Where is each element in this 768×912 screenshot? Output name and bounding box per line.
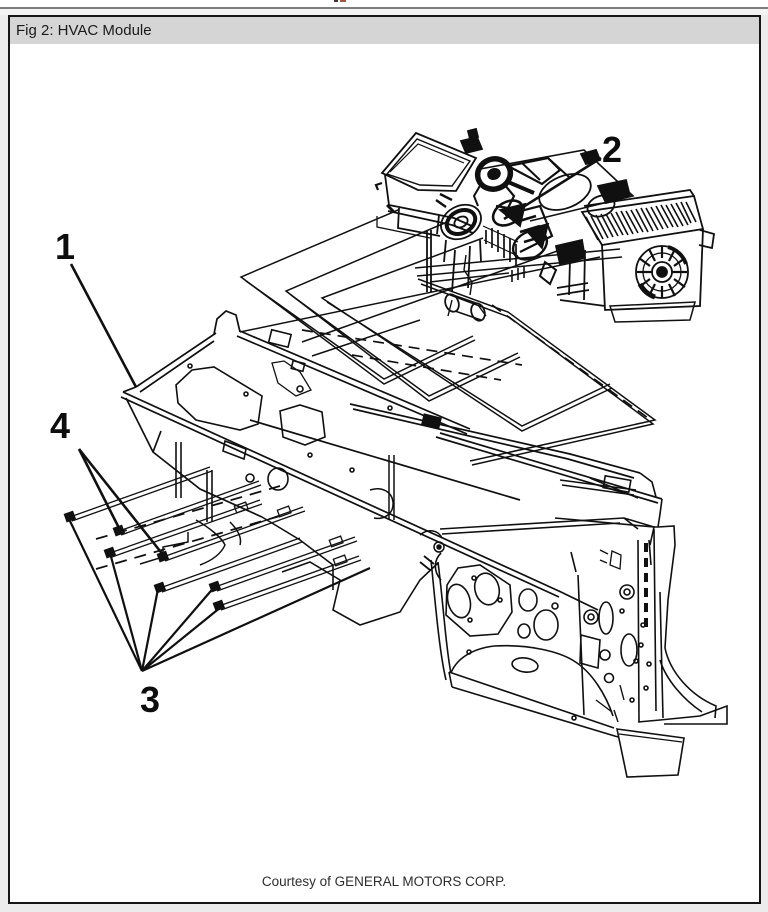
- svg-text:2: 2: [602, 129, 622, 170]
- svg-text:3: 3: [140, 679, 160, 720]
- svg-text:1: 1: [55, 226, 75, 267]
- svg-text:4: 4: [50, 405, 70, 446]
